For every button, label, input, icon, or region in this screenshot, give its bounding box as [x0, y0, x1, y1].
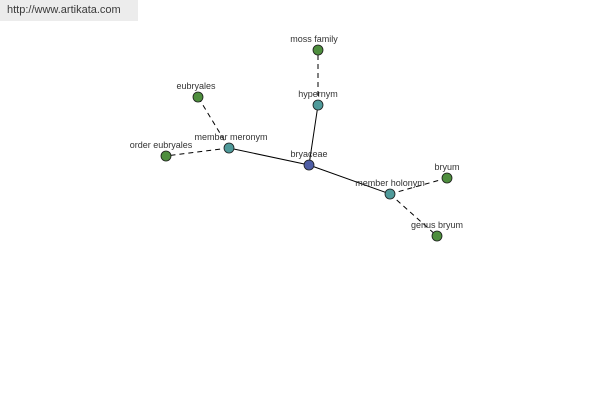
node-member-holonym-dot[interactable]: [384, 188, 396, 200]
node-hypernym[interactable]: hypernym: [298, 89, 338, 111]
node-moss-family[interactable]: moss family: [290, 34, 338, 56]
node-genus-bryum-dot[interactable]: [431, 230, 443, 242]
node-eubryales-dot[interactable]: [192, 91, 204, 103]
node-order-eubryales-dot[interactable]: [160, 150, 172, 162]
node-order-eubryales-label: order eubryales: [130, 140, 193, 150]
node-order-eubryales[interactable]: order eubryales: [130, 140, 193, 162]
edge-member-meronym-order-eubryales: [165, 147, 230, 157]
node-moss-family-label: moss family: [290, 34, 338, 44]
node-hypernym-label: hypernym: [298, 89, 338, 99]
nodes: bryaceae hypernym moss family member mer…: [130, 34, 463, 242]
node-hypernym-dot[interactable]: [312, 99, 324, 111]
node-genus-bryum-label: genus bryum: [411, 220, 463, 230]
node-member-holonym-label: member holonym: [355, 178, 425, 188]
node-moss-family-dot[interactable]: [312, 44, 324, 56]
node-center-label: bryaceae: [290, 149, 327, 159]
node-member-holonym[interactable]: member holonym: [355, 178, 425, 200]
node-member-meronym-label: member meronym: [194, 132, 267, 142]
node-member-meronym-dot[interactable]: [223, 142, 235, 154]
edge-center-member-holonym: [308, 164, 391, 195]
node-eubryales-label: eubryales: [176, 81, 216, 91]
edge-member-meronym-eubryales: [197, 96, 230, 149]
edge-member-holonym-genus-bryum: [389, 193, 438, 237]
node-bryum-label: bryum: [434, 162, 459, 172]
node-center[interactable]: bryaceae: [290, 149, 328, 171]
watermark-url: http://www.artikata.com: [0, 0, 138, 21]
node-eubryales[interactable]: eubryales: [176, 81, 216, 103]
edges: [165, 50, 448, 237]
edge-center-hypernym: [308, 104, 319, 166]
edge-member-holonym-bryum: [389, 177, 448, 195]
edge-center-member-meronym: [228, 147, 310, 166]
node-member-meronym[interactable]: member meronym: [194, 132, 268, 154]
node-genus-bryum[interactable]: genus bryum: [411, 220, 463, 242]
node-bryum-dot[interactable]: [441, 172, 453, 184]
node-center-dot[interactable]: [303, 159, 315, 171]
node-bryum[interactable]: bryum: [434, 162, 460, 184]
